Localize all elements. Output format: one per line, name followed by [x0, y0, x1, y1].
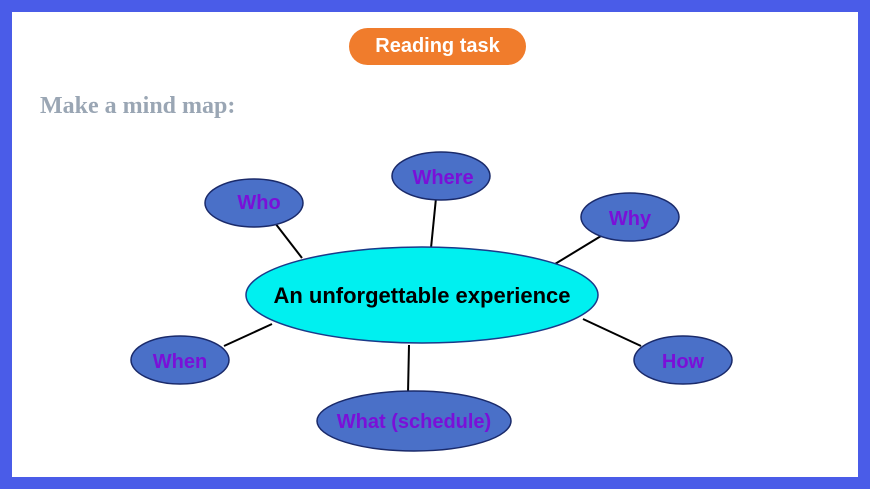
connector-when [223, 323, 273, 347]
connector-how [582, 318, 642, 347]
connector-where [430, 197, 437, 249]
node-where-label: Where [412, 167, 473, 189]
node-what-label: What (schedule) [337, 411, 491, 433]
reading-task-badge: Reading task [349, 28, 526, 65]
node-when: When [130, 335, 230, 385]
node-what: What (schedule) [316, 390, 512, 452]
node-who-label: Who [237, 192, 280, 214]
node-how-label: How [662, 351, 705, 373]
node-where: Where [391, 151, 491, 201]
connector-what [407, 344, 410, 394]
instruction-text: Make a mind map: [40, 93, 236, 119]
node-how: How [633, 335, 733, 385]
node-when-label: When [153, 351, 207, 373]
node-why-label: Why [609, 208, 652, 230]
connector-why [554, 235, 602, 265]
badge-label: Reading task [375, 35, 500, 57]
node-who: Who [204, 178, 304, 228]
connector-who [274, 222, 303, 259]
center-node: An unforgettable experience [245, 246, 599, 344]
connectors [223, 197, 642, 394]
node-why: Why [580, 192, 680, 242]
center-label: An unforgettable experience [273, 283, 570, 308]
